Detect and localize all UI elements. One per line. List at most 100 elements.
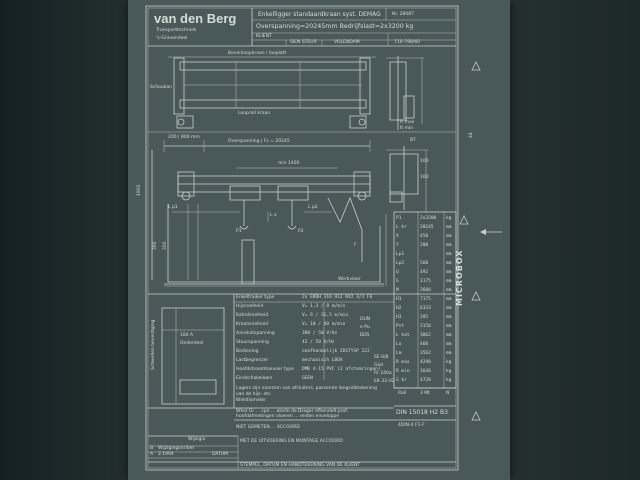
drawing-title: Enkelligger standaardkraan syst. DEMAG	[258, 11, 381, 18]
spec-note-4: EK 33 H2	[374, 379, 395, 384]
company-location: 's-Gravendeel	[156, 36, 188, 41]
tech-label: Hijssnelheid	[236, 304, 264, 309]
tech-label: Bediening	[236, 349, 259, 354]
rmin-label: R min	[400, 126, 414, 131]
tech-value: V= 1,3 / 8 m/min	[302, 304, 346, 309]
legend-row1-b: Wijzigingsnr/ber	[158, 446, 195, 451]
spec-table-grid	[393, 211, 457, 421]
rail-value-2: N	[446, 391, 450, 396]
beam-label: Looprail kraan	[238, 111, 271, 116]
stamp-line-2: STEMPEL, DATUM EN HANDTEKENING VAN DE KL…	[240, 463, 361, 468]
legend-col-label: Wijzigin	[188, 437, 206, 442]
tech-note: Wieldiameter	[236, 398, 267, 403]
p1-label: P1	[236, 229, 242, 234]
drawing-linework	[145, 5, 502, 471]
rail-value: 3 Mt	[420, 391, 430, 396]
min-dim: min 1400	[278, 161, 300, 166]
company-logo: van den Berg	[154, 11, 237, 26]
sheet-number: Nr. 28087	[392, 12, 414, 17]
pos-label-x: L x	[270, 213, 277, 218]
dim-160: 160	[420, 175, 429, 180]
f-label: F	[354, 243, 357, 248]
buffer-dims: 200 | 800 mm	[168, 135, 200, 140]
tech-label: Hoofdstroomtoevoer type	[236, 367, 294, 372]
dim-a: 87	[410, 138, 416, 143]
tech-value: DMK 4-15 PVC (2 afstemringen)	[302, 367, 381, 372]
spec-note-2: Glat	[374, 363, 384, 368]
tech-value: 42 / 50 V/Hz	[302, 340, 335, 345]
legend-row1-a: B	[150, 446, 154, 451]
legend-date: DATUM	[212, 452, 229, 457]
dim-350-vertical: 350	[163, 241, 168, 250]
pos-label-2: L p2	[308, 205, 318, 210]
p2-label: P2	[298, 229, 304, 234]
tech-value: 2x EKDH 316 H12 KV2 3/1 F6	[302, 295, 373, 300]
warn-2: hoofdafmetingen vloeren ... enden envelo…	[236, 414, 340, 419]
tech-label: Aansluitspanning	[236, 331, 275, 336]
side-col-1: DUN	[360, 317, 371, 322]
drawing-sheet: van den Berg Transporttechniek 's-Graven…	[128, 0, 510, 480]
tech-value: mechanisch LBOA	[302, 358, 343, 363]
dim-100: 100	[420, 159, 429, 164]
din-code: DIN 15018 H2 B3	[396, 409, 448, 416]
din-sub: 4DIN-4 F1-F	[398, 423, 425, 428]
warn-1: Whst Gr ... cpn ... ate/ln de Drager ofh…	[236, 409, 350, 414]
bottom-section-grid	[148, 293, 456, 468]
pos-label-1: L p1	[168, 205, 178, 210]
tech-label: Eindschakelaars	[236, 376, 273, 381]
side-elevation-drawing	[151, 140, 384, 287]
tech-value: 380 / 50 V/Hz	[302, 331, 338, 336]
tech-value: onafhankelijk 2DSTYSP 222	[302, 349, 370, 354]
drawing-number: 710-798/60	[394, 40, 421, 45]
detail-item-a: 180 A	[180, 333, 194, 338]
stamp-line: MET DE UITVOERING EN MONTAGE ACCOORD	[240, 439, 343, 444]
rail-label: Bovenloopkraan / looplatt	[228, 51, 287, 56]
side-col-2: e Pu	[360, 325, 370, 330]
company-subtitle: Transporttechniek	[156, 28, 197, 33]
end-view-drawing	[386, 56, 424, 130]
tech-label: Stuurspanning	[236, 340, 269, 345]
tech-label: Enkeltraiker type	[236, 295, 275, 300]
dim-390-vertical: 390	[153, 241, 158, 250]
side-col-3: BDS	[360, 333, 370, 338]
tech-value: GEEN	[302, 376, 313, 381]
tech-value: V= 6 / 31,5 m/min	[302, 313, 349, 318]
client-value: SIEN STEUR	[290, 40, 317, 45]
legend-row2-b: 2.1994	[158, 452, 174, 457]
margin-marks	[459, 61, 502, 421]
drawing-subtitle: Overspanning=20245mm Bedrijfslast=2x3200…	[256, 23, 414, 30]
left-note: Schoukan	[150, 85, 172, 90]
margin-arrow-label: 44	[469, 132, 474, 138]
tech-value: V= 10 / 40 m/min	[302, 322, 346, 327]
side-detail-drawing	[385, 146, 428, 286]
rmax-label: R max	[400, 120, 415, 125]
microbox-label: MICROBOX	[455, 249, 464, 306]
span-label: Overspanning | Fs = 20245	[228, 139, 290, 144]
tech-label: Katrolsnelheid	[236, 313, 269, 318]
spec-note-3: Rr 240a	[374, 371, 392, 376]
tech-label: Lastbegrenzer	[236, 358, 269, 363]
werkvloer-label: Werkvloer	[338, 277, 361, 282]
legend-row2-a: A	[150, 452, 154, 457]
client-label: KLIENT	[256, 34, 272, 39]
top-view-drawing	[148, 56, 456, 133]
tech-label: Kraansnelheid	[236, 322, 269, 327]
detail-item-b: Onderdeel	[180, 341, 204, 346]
